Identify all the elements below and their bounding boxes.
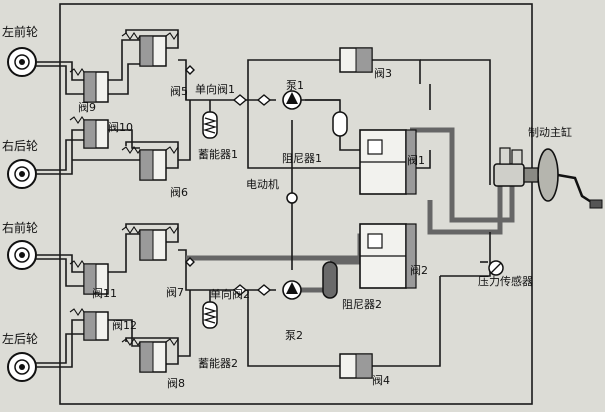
label-valve1: 阀1 <box>407 153 425 167</box>
wheel-right-rear <box>7 159 37 189</box>
valve-springs <box>69 32 179 346</box>
label-damper1: 阻尼器1 <box>282 152 322 165</box>
label-valve11: 阀11 <box>92 286 117 300</box>
master-cylinder-symbol <box>493 147 603 209</box>
label-check-valve2: 单向阀2 <box>210 287 250 301</box>
label-valve6: 阀6 <box>170 185 188 199</box>
pump2-symbol <box>282 280 302 300</box>
bottom-circuit-pipes <box>36 223 441 368</box>
label-pressure-sensor: 压力传感器 <box>478 275 533 288</box>
accumulator2-symbol <box>202 301 218 329</box>
label-valve9: 阀9 <box>78 100 96 114</box>
damper2-symbol <box>322 261 338 299</box>
label-check-valve1: 单向阀1 <box>195 82 235 96</box>
label-left-rear-wheel: 左后轮 <box>2 331 38 346</box>
label-valve7: 阀7 <box>166 285 184 299</box>
label-accumulator2: 蓄能器2 <box>198 356 238 370</box>
label-left-front-wheel: 左前轮 <box>2 24 38 39</box>
label-damper2: 阻尼器2 <box>342 298 382 311</box>
motor-shaft <box>286 120 298 270</box>
label-master-cylinder: 制动主缸 <box>528 125 572 139</box>
top-circuit-pipes <box>36 29 431 175</box>
pump1-symbol <box>282 90 302 110</box>
label-pump2: 泵2 <box>285 329 303 342</box>
wheel-left-rear <box>7 352 37 382</box>
master-line <box>410 127 515 235</box>
label-valve2: 阀2 <box>410 263 428 277</box>
label-accumulator1: 蓄能器1 <box>198 147 238 161</box>
master-return-lines <box>420 59 491 277</box>
valve-boxes <box>83 35 417 379</box>
label-valve8: 阀8 <box>167 376 185 390</box>
label-valve5: 阀5 <box>170 84 188 98</box>
accumulator1-symbol <box>202 111 218 139</box>
label-right-front-wheel: 右前轮 <box>2 220 38 235</box>
label-valve12: 阀12 <box>112 318 137 332</box>
label-right-rear-wheel: 右后轮 <box>2 138 38 153</box>
wheel-right-front <box>7 240 37 270</box>
label-valve4: 阀4 <box>372 373 390 387</box>
frame <box>59 3 533 405</box>
label-motor: 电动机 <box>246 177 279 191</box>
damper1-symbol <box>332 111 348 137</box>
label-pump1: 泵1 <box>286 79 304 92</box>
pressure-sensor-symbol <box>488 260 504 276</box>
label-valve3: 阀3 <box>374 66 392 80</box>
check-valve-markers <box>185 65 272 296</box>
wheel-left-front <box>7 47 37 77</box>
label-valve10: 阀10 <box>108 120 133 134</box>
